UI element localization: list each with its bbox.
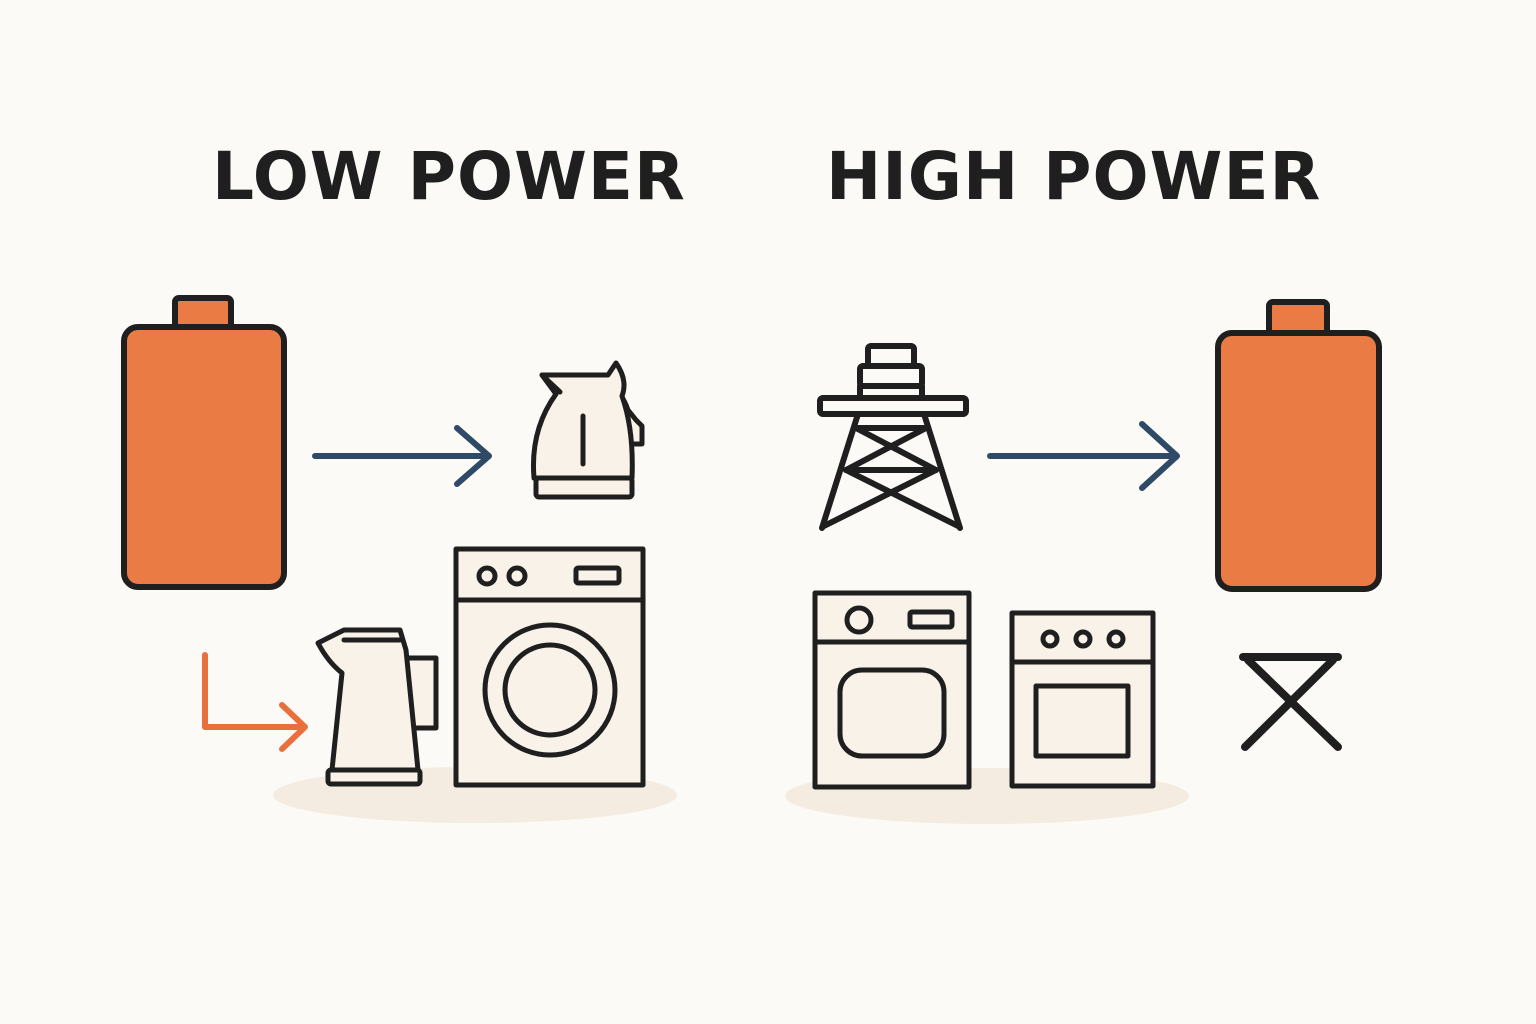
battery-icon	[121, 295, 287, 590]
right-arrow-icon	[312, 425, 492, 487]
washing-machine-icon	[453, 546, 646, 788]
coffee-pot-icon	[531, 360, 645, 500]
low-power-heading: LOW POWER	[212, 138, 686, 215]
corner-arrow-icon	[202, 652, 308, 752]
power-tower-icon	[817, 343, 969, 531]
kettle-icon	[315, 627, 439, 787]
right-arrow-icon	[987, 421, 1180, 491]
high-power-heading: HIGH POWER	[826, 138, 1322, 215]
battery-icon	[1215, 299, 1382, 592]
cross-icon	[1239, 653, 1342, 751]
dryer-icon	[812, 590, 972, 790]
oven-icon	[1009, 610, 1156, 789]
